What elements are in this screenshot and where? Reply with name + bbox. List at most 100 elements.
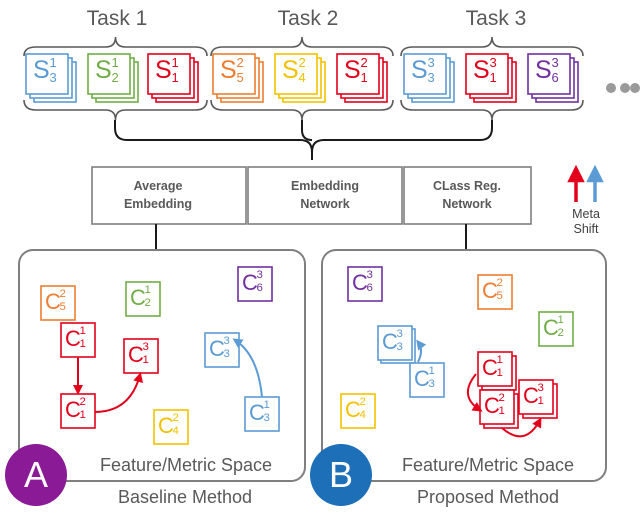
task-1-sample-1-subscript: 3 (49, 69, 57, 85)
proposed-red-arrow-bottom (501, 417, 542, 438)
baseline-centroid-2-subscript: 2 (144, 297, 151, 309)
task-2-sample-2-card (274, 53, 318, 95)
task-2-sample-3-subscript: 1 (360, 69, 368, 85)
baseline-centroid-7-subscript: 1 (79, 409, 86, 421)
baseline-centroid-1-letter: C (45, 289, 61, 314)
baseline-centroid-7-letter: C (65, 397, 81, 422)
task-3-sample-1-card (403, 53, 447, 95)
proposed-centroid-7-subscript: 4 (359, 409, 366, 421)
task-2-sample-3-letter: S (344, 56, 361, 84)
task-1-bottom-brace (23, 99, 208, 121)
baseline-centroid-6-superscript: 3 (223, 334, 230, 347)
proposed-centroid-9-box (518, 379, 554, 415)
baseline-centroid-8-superscript: 2 (172, 411, 179, 424)
baseline-centroid-6-subscript: 3 (223, 348, 230, 360)
task-2-bottom-brace (210, 99, 394, 121)
baseline-centroid-3-superscript: 3 (256, 268, 263, 281)
proposed-centroid-3-box (538, 311, 574, 347)
baseline-centroid-1-superscript: 2 (59, 287, 66, 300)
class-reg-network-label: CLass Reg.Network (433, 177, 501, 213)
task-3-sample-2-subscript: 1 (489, 69, 497, 85)
proposed-centroid-2-letter: C (482, 278, 498, 303)
baseline-centroid-3-subscript: 6 (256, 282, 263, 294)
baseline-centroid-1-subscript: 5 (59, 301, 66, 313)
proposed-centroid-9-subscript: 1 (537, 395, 544, 407)
baseline-centroid-5-letter: C (128, 342, 144, 367)
task-2-sample-1-card (212, 53, 256, 95)
proposed-centroid-5-box (409, 362, 445, 398)
proposed-blue-arrow (416, 339, 427, 363)
meta-shift-label-line: Shift (573, 222, 599, 236)
baseline-centroid-7-superscript: 2 (79, 395, 86, 408)
proposed-centroid-8-box (479, 389, 515, 425)
baseline-centroid-2-superscript: 1 (144, 283, 151, 296)
task-2-sample-2-subscript: 4 (298, 69, 306, 85)
task-2-sample-1-superscript: 2 (236, 54, 244, 70)
proposed-centroid-6-letter: C (482, 355, 498, 380)
proposed-centroid-1-subscript: 6 (366, 282, 373, 294)
task-1-sample-3-subscript: 1 (171, 69, 179, 85)
badge-b-letter: B (328, 454, 354, 495)
task-1-sample-2-subscript: 2 (111, 69, 119, 85)
baseline-centroid-3-letter: C (242, 270, 258, 295)
proposed-centroid-7-letter: C (345, 397, 361, 422)
proposed-centroid-3-letter: C (543, 315, 559, 340)
proposed-centroid-9-letter: C (523, 383, 539, 408)
task-3-sample-2-card (465, 53, 509, 95)
baseline-centroid-5-superscript: 3 (142, 340, 149, 353)
task-3-top-brace (400, 36, 584, 57)
task-3-sample-3-subscript: 6 (551, 69, 559, 85)
task-2-top-brace (210, 36, 394, 57)
more-tasks-dot (606, 83, 616, 93)
baseline-centroid-2-box (125, 281, 161, 317)
task-1-sample-2-letter: S (95, 56, 112, 84)
task-1-sample-1-letter: S (33, 56, 50, 84)
task-3-sample-3-card (527, 53, 571, 95)
task-3-sample-1-subscript: 3 (427, 69, 435, 85)
baseline-centroid-3-box (237, 266, 273, 302)
proposed-centroid-3-superscript: 1 (557, 313, 564, 326)
baseline-centroid-9-subscript: 3 (263, 412, 270, 424)
proposed-centroid-8-subscript: 1 (498, 405, 505, 417)
connector-task-2 (301, 120, 313, 141)
proposed-centroid-3-subscript: 2 (557, 327, 564, 339)
task-2-sample-1-subscript: 5 (236, 69, 244, 85)
baseline-centroid-6-letter: C (209, 336, 225, 361)
task-3-bottom-brace (400, 99, 584, 121)
proposed-centroid-2-subscript: 5 (496, 290, 503, 302)
task-1-top-brace (23, 36, 208, 57)
proposed-centroid-7-box (340, 393, 376, 429)
proposed-centroid-6-box (477, 351, 513, 387)
baseline-centroid-4-subscript: 1 (79, 338, 86, 350)
task-2-sample-1-letter: S (220, 56, 237, 84)
proposed-centroid-5-letter: C (414, 366, 430, 391)
task-2-title: Task 2 (277, 7, 339, 30)
proposed-centroid-4-box (377, 325, 413, 361)
embedding-network-box (247, 166, 403, 225)
baseline-centroid-8-box (153, 409, 189, 445)
task-1-sample-2-card (87, 53, 131, 95)
baseline-centroid-4-letter: C (65, 326, 81, 351)
proposed-centroid-6-subscript: 1 (496, 367, 503, 379)
baseline-centroid-8-letter: C (158, 413, 174, 438)
embedding-network-label-line: Network (300, 197, 350, 212)
task-1-sample-3-letter: S (155, 56, 172, 84)
task-1-sample-1-superscript: 1 (49, 54, 57, 70)
proposed-centroid-8-superscript: 2 (498, 391, 505, 404)
proposed-method-label: Proposed Method (416, 487, 560, 507)
baseline-centroid-2-letter: C (130, 285, 146, 310)
proposed-centroid-5-superscript: 1 (428, 364, 435, 377)
proposed-centroid-4-superscript: 3 (396, 327, 403, 340)
proposed-centroid-1-letter: C (352, 270, 368, 295)
proposed-centroid-2-box (477, 274, 513, 310)
baseline-blue-arrow-curve (232, 338, 263, 398)
task-2-sample-3-card (336, 53, 380, 95)
proposed-centroid-7-superscript: 2 (359, 395, 366, 408)
task-3-sample-3-superscript: 3 (551, 54, 559, 70)
badge-a-letter: A (23, 454, 49, 495)
task-2-sample-3-superscript: 2 (360, 54, 368, 70)
